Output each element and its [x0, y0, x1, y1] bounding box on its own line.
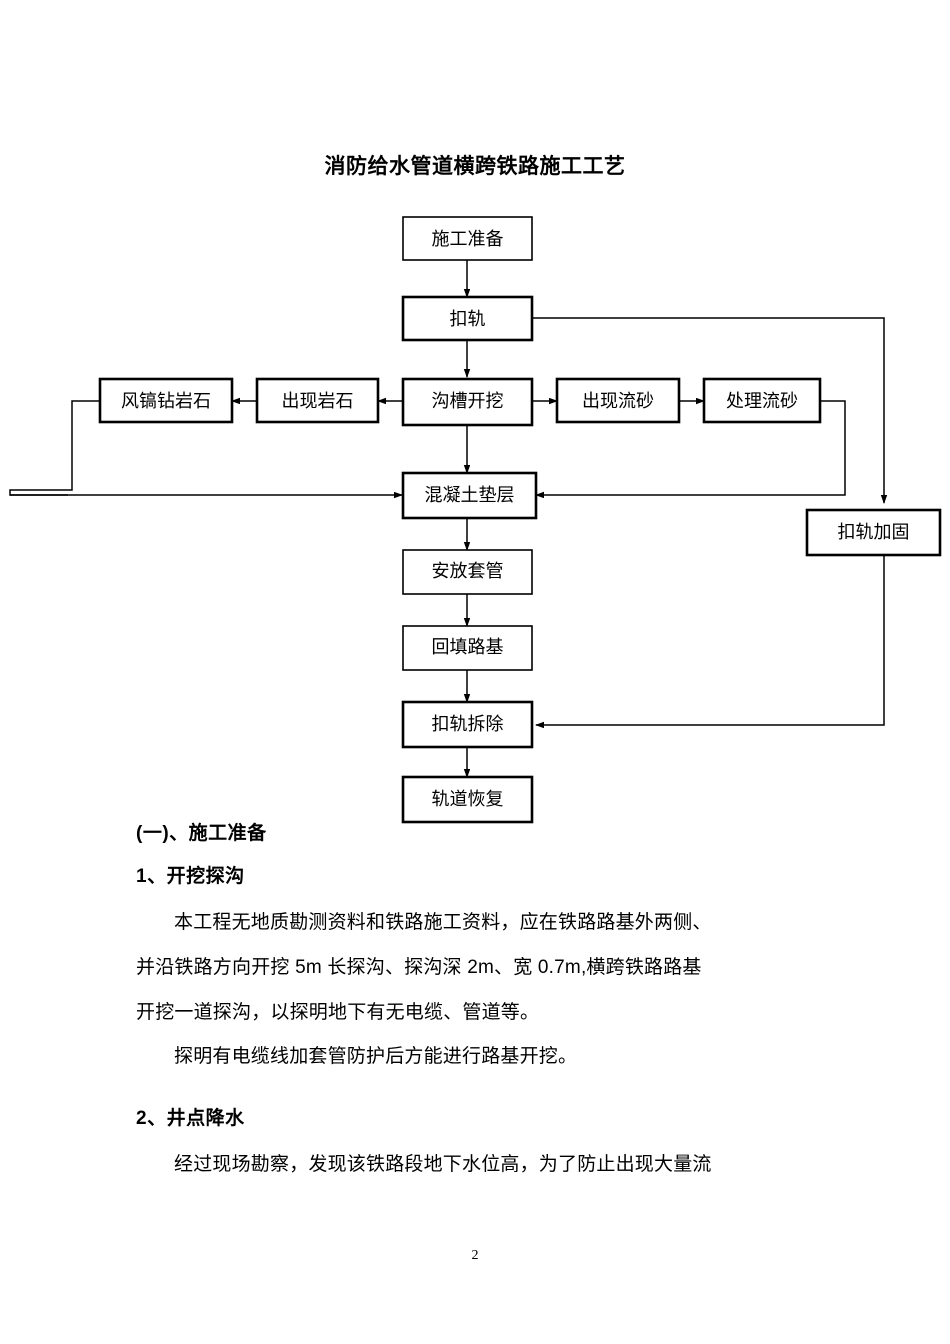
flow-node-prep-label: 施工准备	[432, 229, 504, 249]
flow-node-backfill-subgrade: 回填路基	[402, 625, 533, 671]
connector-reinforce-to-removal	[535, 555, 885, 729]
flow-node-rail-fasten: 扣轨	[401, 295, 534, 342]
heading-section-one: (一)、施工准备	[136, 823, 267, 844]
construction-process-flowchart: 施工准备 扣轨 风镐钻岩石 出现岩石 沟槽开挖 出现流砂	[0, 205, 950, 830]
paragraph-2: 探明有电缆线加套管防护后方能进行路基开挖。	[174, 1046, 578, 1067]
flow-node-rock-found-label: 出现岩石	[282, 391, 354, 411]
connector-drill-loop-left	[9, 400, 100, 496]
flow-node-rail-fasten-label: 扣轨	[450, 309, 486, 329]
heading-item-2: 2、井点降水	[136, 1108, 245, 1129]
flow-node-rail-removal: 扣轨拆除	[401, 700, 534, 749]
flow-node-trench-excavation-label: 沟槽开挖	[432, 391, 504, 411]
flow-node-trench-excavation: 沟槽开挖	[401, 377, 534, 427]
flow-node-rail-reinforce: 扣轨加固	[805, 508, 942, 557]
flow-node-track-restore: 轨道恢复	[401, 775, 534, 824]
flow-node-backfill-subgrade-label: 回填路基	[432, 637, 504, 657]
body-content: (一)、施工准备 1、开挖探沟 本工程无地质勘测资料和铁路施工资料，应在铁路路基…	[136, 824, 836, 1187]
flow-node-concrete-cushion-label: 混凝土垫层	[425, 485, 515, 505]
paragraph-1-line-1: 本工程无地质勘测资料和铁路施工资料，应在铁路路基外两侧、	[174, 912, 712, 933]
flow-node-place-casing-label: 安放套管	[432, 561, 504, 581]
flow-node-place-casing: 安放套管	[402, 549, 533, 595]
connector-treat-to-cushion	[535, 400, 846, 499]
flow-node-pneumatic-drill: 风镐钻岩石	[98, 377, 234, 424]
flow-node-quicksand-found-label: 出现流砂	[582, 391, 654, 411]
paragraph-3: 经过现场勘察，发现该铁路段地下水位高，为了防止出现大量流	[174, 1154, 712, 1175]
flow-node-quicksand-treat-label: 处理流砂	[726, 391, 798, 411]
flow-node-rail-reinforce-label: 扣轨加固	[838, 522, 910, 542]
heading-item-1: 1、开挖探沟	[136, 866, 245, 887]
flow-node-track-restore-label: 轨道恢复	[432, 789, 504, 809]
flow-node-rail-removal-label: 扣轨拆除	[432, 714, 504, 734]
flow-node-quicksand-found: 出现流砂	[555, 377, 681, 424]
flow-node-rock-found: 出现岩石	[255, 377, 380, 424]
page-number: 2	[471, 1248, 479, 1263]
paragraph-1-line-2: 并沿铁路方向开挖 5m 长探沟、探沟深 2m、宽 0.7m,横跨铁路路基	[136, 957, 702, 978]
flow-node-prep: 施工准备	[402, 216, 533, 261]
paragraph-1-line-3: 开挖一道探沟，以探明地下有无电缆、管道等。	[136, 1002, 540, 1023]
flow-node-quicksand-treat: 处理流砂	[702, 377, 822, 424]
flow-node-concrete-cushion: 混凝土垫层	[401, 471, 538, 520]
flow-node-pneumatic-drill-label: 风镐钻岩石	[121, 391, 211, 411]
connector-railfasten-to-reinforce	[532, 317, 888, 504]
page-title: 消防给水管道横跨铁路施工工艺	[324, 155, 626, 178]
